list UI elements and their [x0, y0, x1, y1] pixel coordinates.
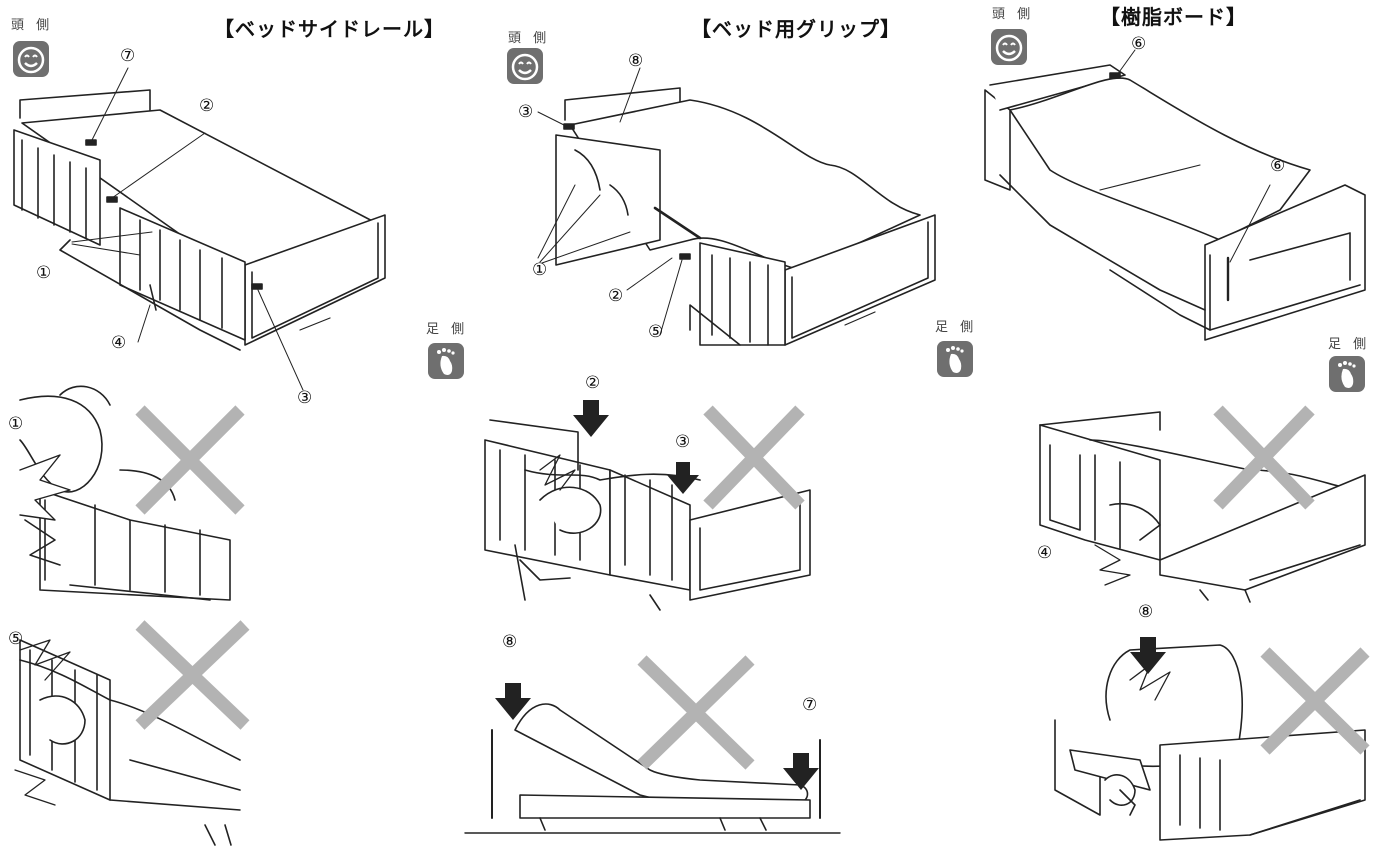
side-rail-bed-drawing [13, 89, 386, 351]
marker-4: ④ [1037, 543, 1053, 563]
prohibited-cross-icon [703, 405, 805, 510]
prohibited-cross-icon [1260, 647, 1370, 755]
marker-1: ① [36, 263, 52, 283]
grip-bed-drawing [555, 87, 936, 346]
marker-4: ④ [111, 333, 127, 353]
marker-2: ② [199, 96, 215, 116]
pressure-arrows [495, 400, 1166, 790]
footprint-icon [1329, 356, 1365, 392]
prohibited-cross-icon [1213, 405, 1315, 510]
down-arrow-icon [495, 683, 531, 720]
down-arrow-icon [573, 400, 609, 437]
board-head-label: 頭 側 [992, 7, 1035, 22]
footprint-icon [937, 341, 973, 377]
down-arrow-icon [783, 753, 819, 790]
smiling-face-icon [507, 48, 543, 84]
marker-3: ③ [675, 432, 691, 452]
marker-2: ② [608, 286, 624, 306]
marker-7: ⑦ [120, 46, 136, 66]
grip-title: 【ベッド用グリップ】 [691, 17, 901, 41]
down-arrow-icon [1130, 637, 1166, 674]
head-entrapment-illustration [19, 385, 231, 601]
board-foot-label: 足 側 [1328, 337, 1371, 352]
marker-6: ⑥ [1270, 156, 1286, 176]
marker-7: ⑦ [802, 695, 818, 715]
marker-3: ③ [518, 102, 534, 122]
board-entrapment-illustration [1039, 411, 1366, 603]
board-fall-illustration [1054, 644, 1366, 841]
rail-gap-illustration [14, 639, 241, 846]
side-rail-foot-label: 足 側 [426, 322, 469, 337]
resin-board-bed-drawing [984, 64, 1366, 341]
marker-1: ① [8, 414, 24, 434]
board-height-diagram [464, 703, 841, 834]
marker-5: ⑤ [8, 629, 24, 649]
marker-8: ⑧ [628, 51, 644, 71]
grip-head-label: 頭 側 [508, 31, 551, 46]
footprint-icon [428, 343, 464, 379]
grip-entrapment-illustration [484, 419, 811, 611]
side-rail-head-label: 頭 側 [11, 18, 54, 33]
prohibited-crosses [135, 405, 1370, 770]
marker-6: ⑥ [1131, 34, 1147, 54]
prohibited-cross-icon [135, 405, 245, 515]
marker-8: ⑧ [1138, 602, 1154, 622]
marker-2: ② [585, 373, 601, 393]
prohibited-cross-icon [637, 655, 755, 770]
grip-foot-label: 足 側 [935, 320, 978, 335]
marker-8: ⑧ [502, 632, 518, 652]
smiling-face-icon [13, 41, 49, 77]
side-rail-title: 【ベッドサイドレール】 [214, 17, 445, 41]
marker-3: ③ [297, 388, 313, 408]
board-title: 【樹脂ボード】 [1100, 5, 1247, 29]
prohibited-cross-icon [135, 620, 250, 730]
marker-1: ① [532, 260, 548, 280]
smiling-face-icon [991, 29, 1027, 65]
down-arrow-icon [667, 462, 699, 494]
marker-5: ⑤ [648, 322, 664, 342]
